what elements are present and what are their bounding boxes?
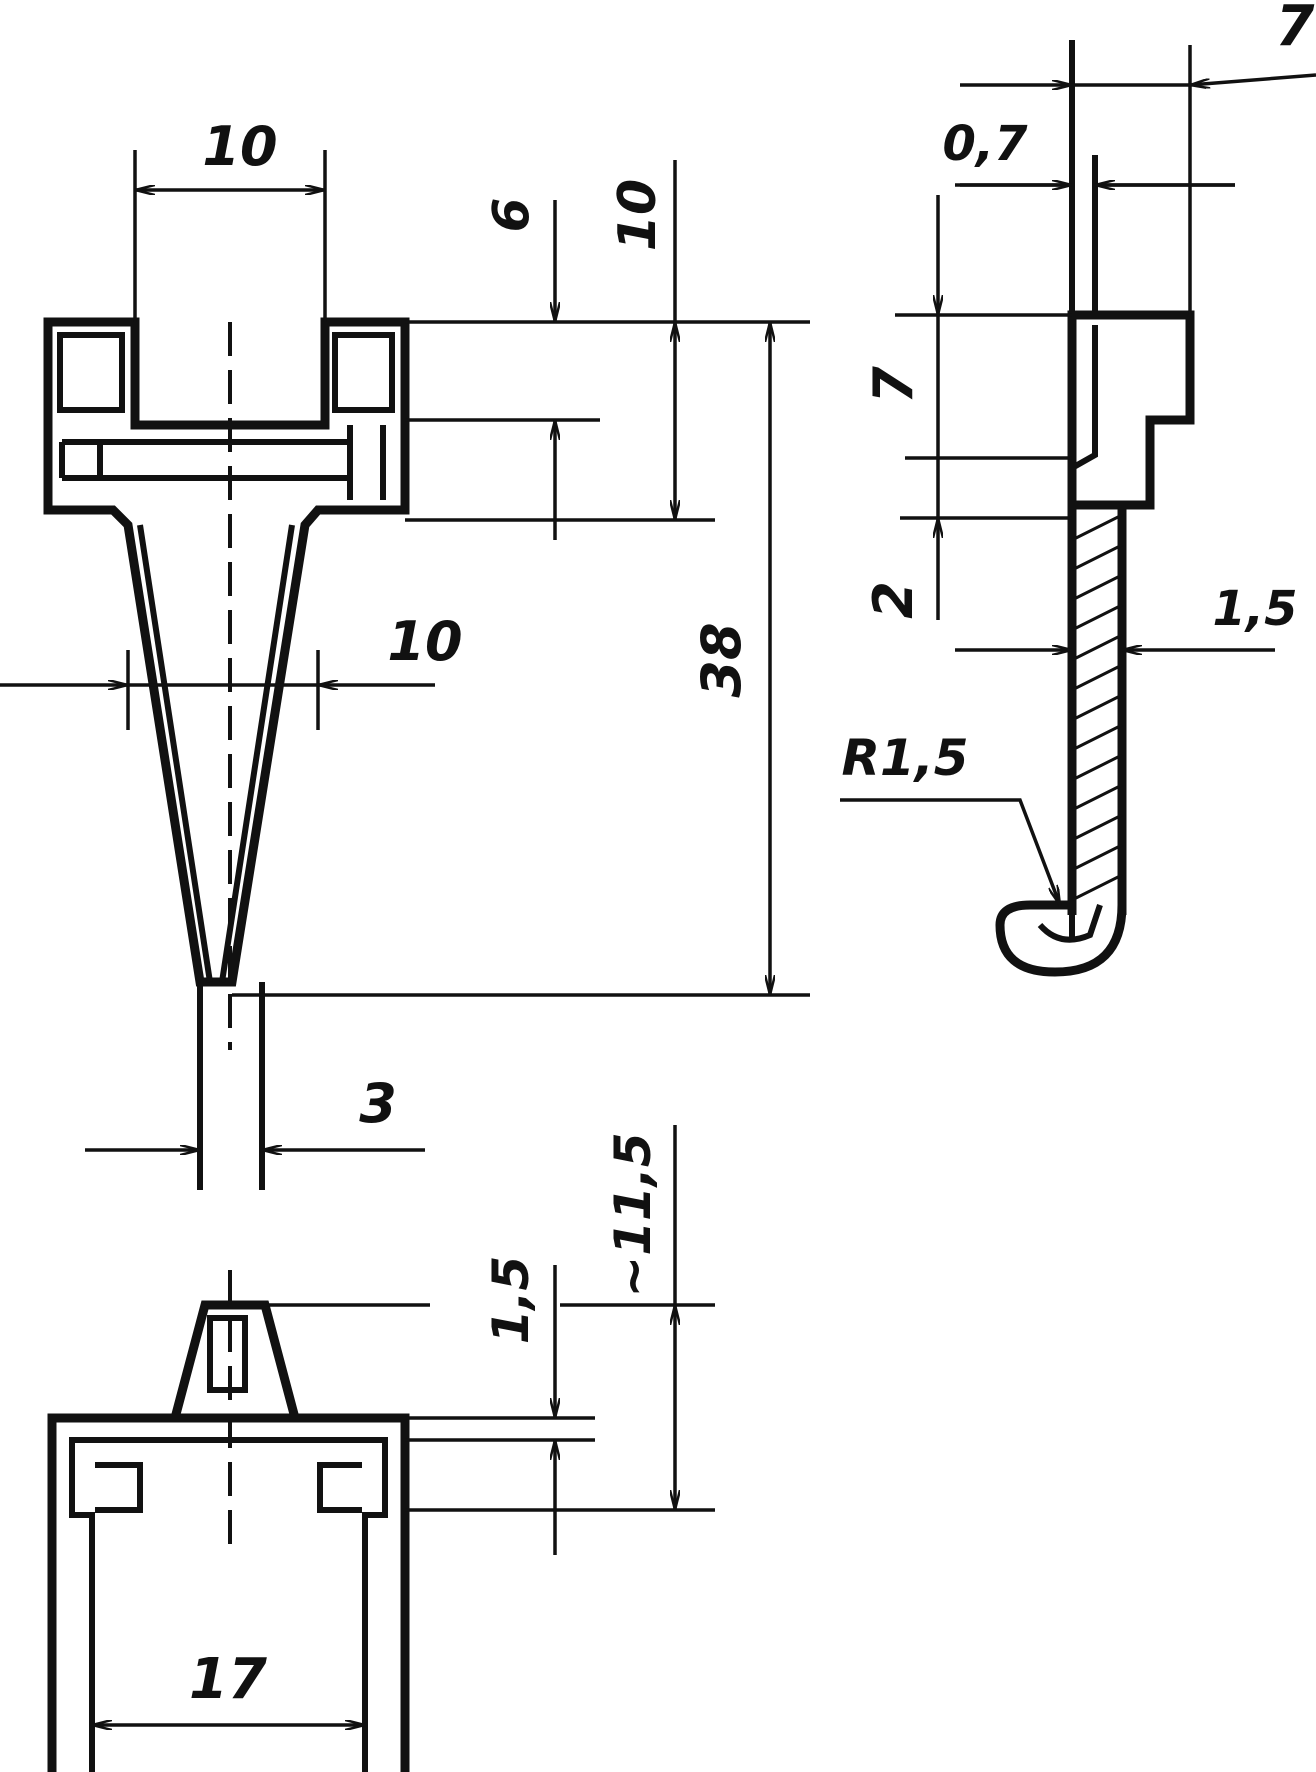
bracket-view: 1,5 ~11,5 17 (47, 1125, 715, 1772)
clip-strip-hatching (1071, 513, 1123, 902)
dim-label-right-step: 2 (862, 581, 925, 619)
nozzle-extension-lines (126, 150, 810, 1190)
dim-label-cone-width: 10 (387, 610, 462, 673)
clip-hook-inner (1037, 904, 1103, 943)
clip-extension-lines (895, 40, 1235, 520)
dim-label-bottom-wall: 1,5 (482, 1256, 540, 1345)
bracket-extension-lines (265, 1303, 715, 1512)
dim-label-tip-width: 3 (359, 1072, 397, 1135)
dim-label-bottom-height: ~11,5 (604, 1132, 662, 1297)
dim-line-right-top-right (1190, 73, 1316, 85)
dim-line-right-radius (840, 798, 1062, 905)
nozzle-view: 10 6 10 38 10 3 (0, 115, 810, 1190)
dim-label-depth-6: 6 (482, 198, 540, 233)
dim-label-bottom-width: 17 (189, 1647, 267, 1712)
clip-top-plate-inner (1070, 325, 1098, 471)
dim-label-overall-height: 38 (690, 622, 753, 697)
bracket-nozzle (170, 1300, 300, 1420)
nozzle-channel-wall (347, 425, 386, 500)
dim-label-right-thickness: 1,5 (1212, 581, 1297, 637)
dim-label-depth-10: 10 (608, 179, 668, 251)
dim-label-top-width: 10 (202, 115, 277, 178)
nozzle-body-outline (43, 317, 410, 987)
clip-view: 7 0,7 7 2 1,5 R1,5 (840, 0, 1316, 977)
nozzle-left-pocket (57, 332, 125, 413)
bracket-nozzle-slot (207, 1315, 248, 1393)
nozzle-cone-inner (137, 524, 295, 983)
clip-top-plate (1067, 310, 1195, 510)
dim-label-right-wall: 0,7 (942, 116, 1028, 172)
dim-label-right-height: 7 (862, 366, 925, 404)
nozzle-channel (59, 439, 350, 481)
nozzle-right-pocket (332, 332, 395, 413)
dim-label-right-top: 7 (1276, 0, 1315, 59)
dim-label-right-radius: R1,5 (841, 729, 968, 787)
bracket-lugs (95, 1462, 362, 1513)
clip-hook (995, 900, 1127, 977)
